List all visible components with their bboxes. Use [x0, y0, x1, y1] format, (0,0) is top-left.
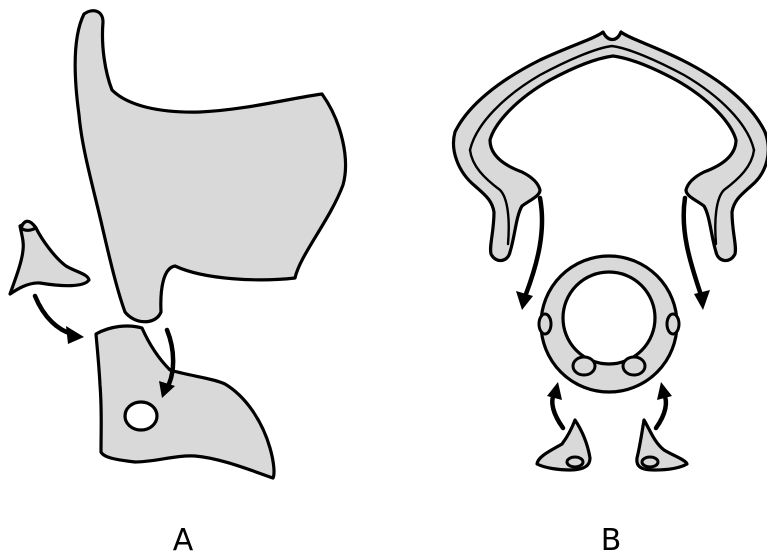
panel-a — [10, 11, 345, 478]
panel-b-arrowhead-left-arch-to-ring — [516, 291, 533, 310]
panel-b-arrow-left-arch-to-ring — [526, 198, 542, 294]
panel-b — [454, 32, 767, 470]
panel-a-lower-bone-socket — [125, 402, 157, 430]
panel-b-ring-lower-right-facet — [623, 357, 645, 375]
panel-b-upper-arch — [454, 32, 767, 261]
panel-a-arrowhead-small-to-lower — [66, 326, 84, 344]
panel-b-ring-right-notch — [667, 314, 679, 334]
panel-a-label: A — [173, 523, 194, 555]
panel-a-large-upper-bone — [75, 11, 345, 322]
panel-a-lower-bone — [96, 326, 274, 478]
panel-b-label: B — [601, 523, 622, 555]
panel-b-arrowhead-right-piece-to-ring — [657, 382, 672, 400]
panel-b-small-right-piece-facet — [642, 457, 658, 467]
panel-b-arrow-right-arch-to-ring — [684, 198, 700, 292]
panel-a-small-left-bone-tip — [21, 221, 36, 230]
panel-b-arrowhead-left-piece-to-ring — [547, 382, 562, 400]
panel-a-small-left-bone — [10, 223, 89, 294]
panel-b-arrowhead-right-arch-to-ring — [694, 290, 710, 310]
panel-b-ring-left-notch — [539, 314, 551, 334]
panel-b-ring-inner — [563, 272, 655, 364]
panel-b-ring-lower-left-facet — [573, 357, 595, 375]
panel-b-small-left-piece-facet — [567, 457, 583, 467]
